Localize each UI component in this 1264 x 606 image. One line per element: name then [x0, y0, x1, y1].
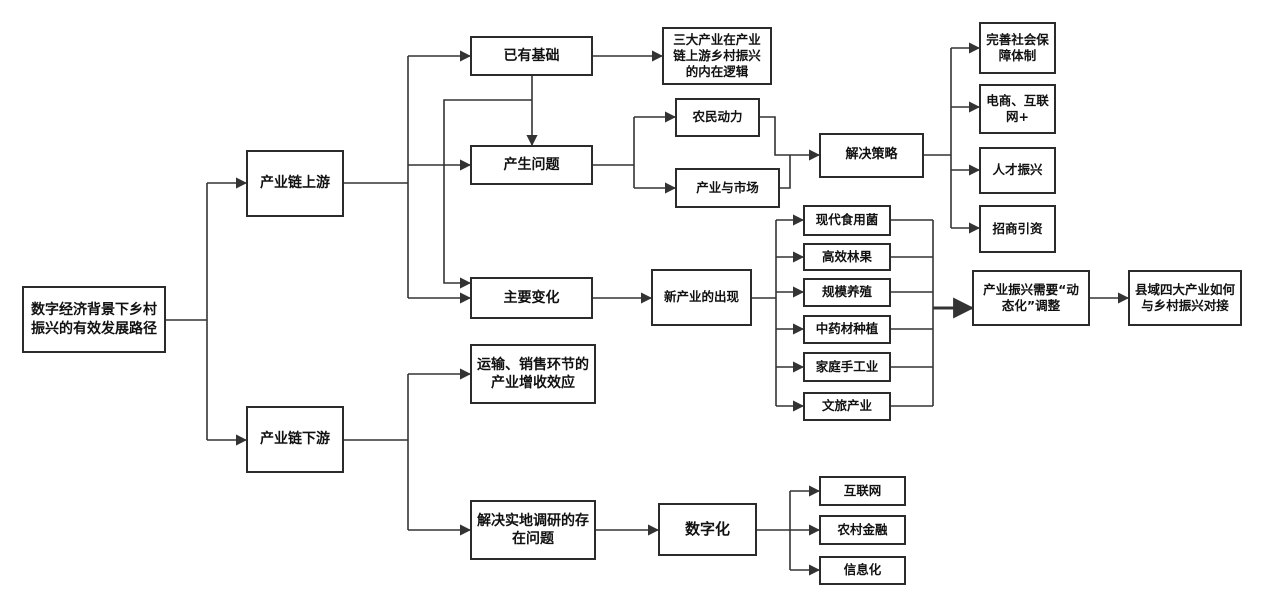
handicraft-node: 家庭手工业	[803, 352, 891, 382]
edge-basis-loop	[443, 99, 532, 289]
new-industry-node: 新产业的出现	[651, 269, 752, 326]
ecommerce-node: 电商、互联网+	[979, 84, 1056, 134]
rural-finance-node: 农村金融	[819, 515, 906, 545]
forest-fruit-node: 高效林果	[803, 243, 891, 271]
county-docking-node: 县域四大产业如何与乡村振兴对接	[1128, 270, 1242, 326]
digitalization-node: 数字化	[658, 503, 757, 556]
farmer-motivation-node: 农民动力	[675, 98, 760, 137]
investment-node: 招商引资	[979, 205, 1056, 253]
downstream-node: 产业链下游	[246, 406, 344, 473]
major-changes-node: 主要变化	[470, 277, 593, 319]
internet-node: 互联网	[819, 476, 906, 506]
informatization-node: 信息化	[819, 556, 906, 585]
problems-node: 产生问题	[470, 145, 593, 185]
edge-farmer-solutions	[760, 116, 821, 161]
herbal-planting-node: 中药材种植	[803, 315, 891, 344]
edible-fungi-node: 现代食用菌	[803, 205, 891, 236]
existing-basis-node: 已有基础	[470, 36, 593, 76]
large-breeding-node: 规模养殖	[803, 278, 891, 307]
talent-node: 人才振兴	[979, 147, 1056, 194]
transport-sales-node: 运输、销售环节的产业增收效应	[470, 344, 596, 404]
inner-logic-node: 三大产业在产业链上游乡村振兴的内在逻辑	[662, 27, 772, 85]
dynamic-adjust-node: 产业振兴需要“动态化”调整	[972, 270, 1090, 326]
culture-tourism-node: 文旅产业	[803, 392, 891, 421]
upstream-node: 产业链上游	[246, 150, 344, 217]
edge-market-solutions	[780, 155, 791, 189]
root-node: 数字经济背景下乡村振兴的有效发展路径	[22, 286, 166, 353]
industry-market-node: 产业与市场	[675, 168, 780, 208]
solutions-node: 解决策略	[819, 133, 924, 178]
social-security-node: 完善社会保障体制	[979, 22, 1056, 74]
field-research-node: 解决实地调研的存在问题	[470, 500, 596, 560]
